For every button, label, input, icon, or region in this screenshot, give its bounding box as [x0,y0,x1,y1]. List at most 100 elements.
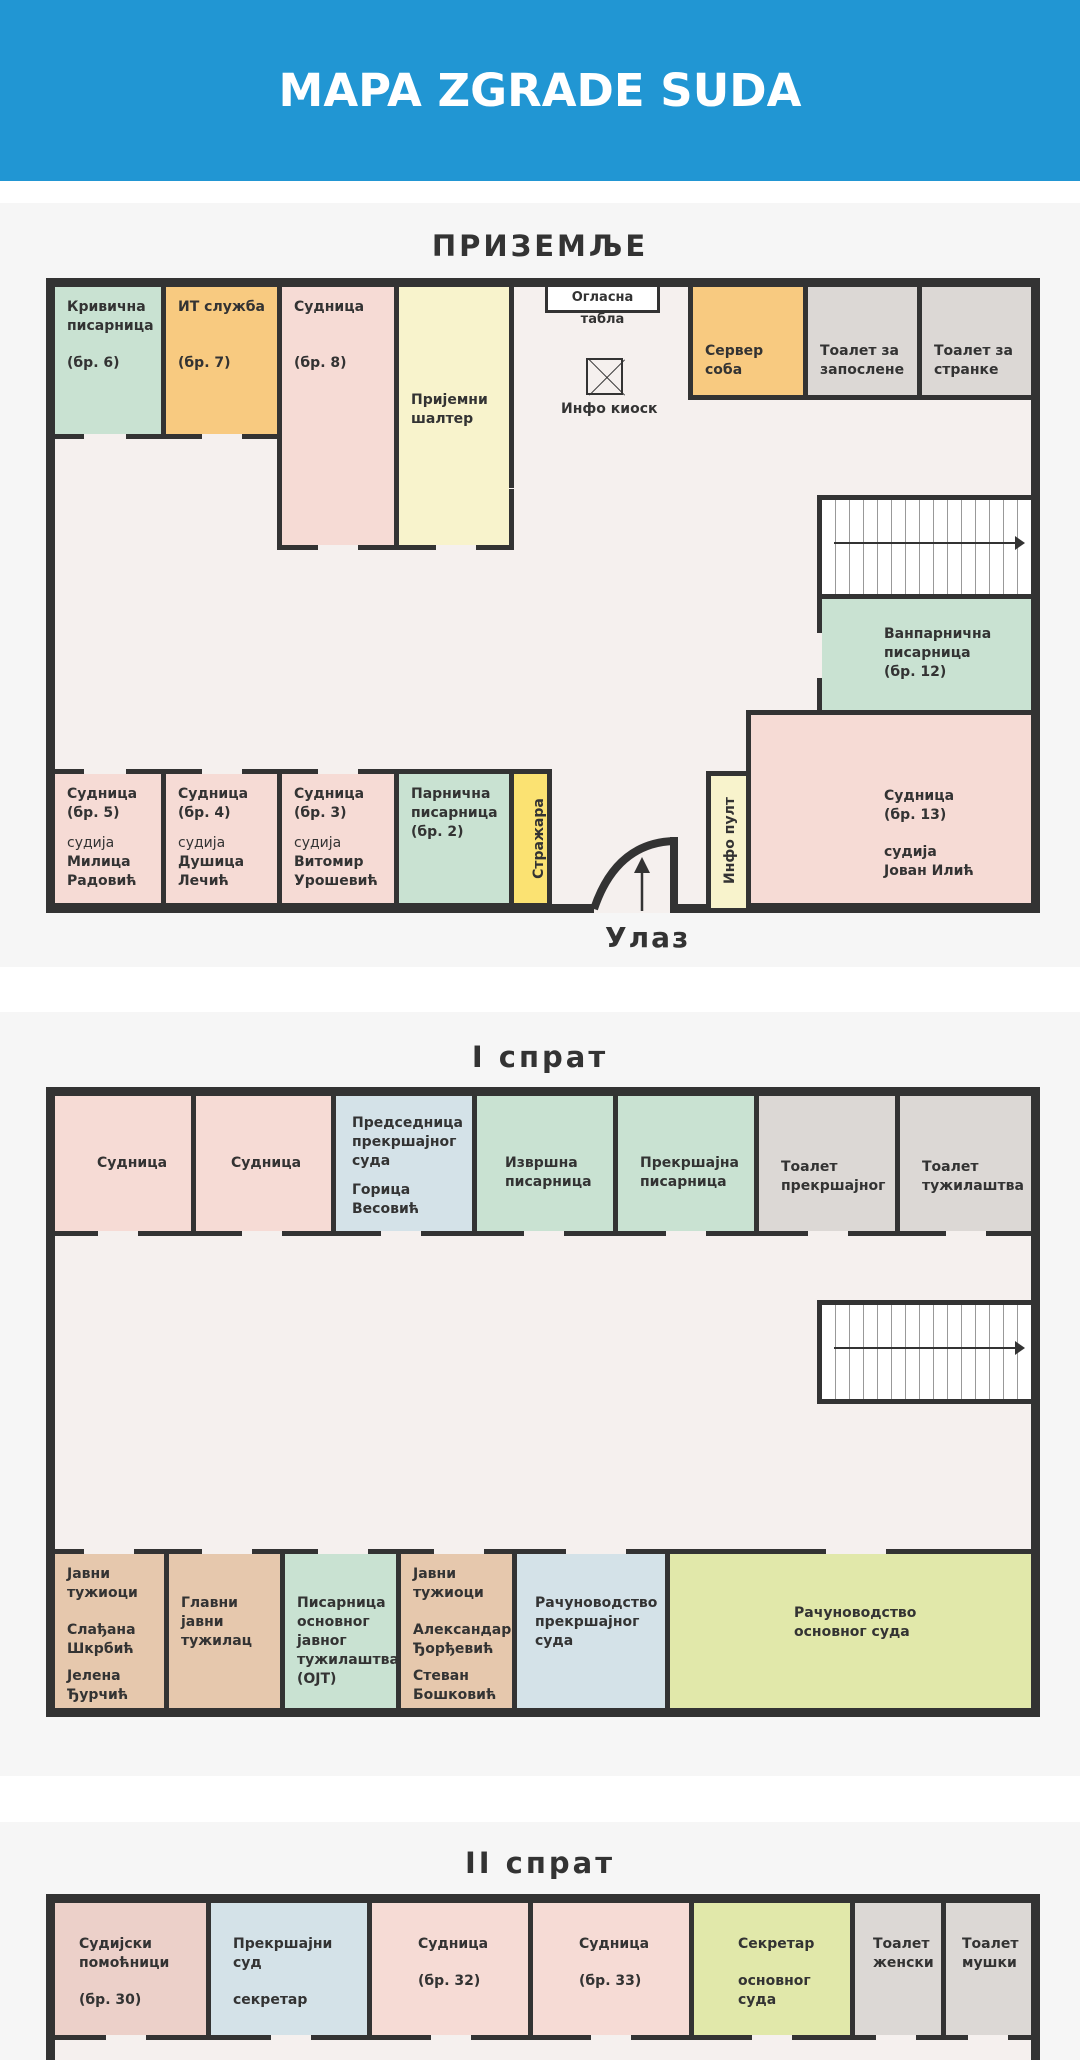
door [808,1231,848,1236]
room-name: ИТ служба [178,299,265,315]
room-prekrsajna[interactable]: Прекршајна писарница [613,1091,759,1236]
room-wc-tuzilastva[interactable]: Тоалет тужилаштва [895,1091,1036,1236]
room-name: Судница [579,1936,650,1952]
notice-board: Огласна табла [545,287,660,327]
room-it[interactable]: ИТ служба (бр. 7) [161,282,282,439]
room-name: Јавни тужиоци [413,1566,484,1601]
room-name: Пријемни шалтер [411,392,488,427]
room-racunovodstvo-osnovnog[interactable]: Рачуноводство основног суда [665,1549,1036,1713]
room-sekretar[interactable]: Секретар основног суда [689,1898,855,2040]
room-sudnica-b[interactable]: Судница [191,1091,336,1236]
door [876,2035,916,2040]
room-number: (бр. 7) [178,355,231,371]
room-wc-muski[interactable]: Тоалет мушки [941,1898,1036,2040]
info-desk[interactable]: Инфо пулт [711,776,746,908]
ground-floor-plan: Кривична писарница (бр. 6) ИТ служба (бр… [46,278,1040,913]
door [106,2035,146,2040]
room-wc-zenski[interactable]: Тоалет женски [850,1898,946,2040]
door [666,1231,706,1236]
info-desk-label: Инфо пулт [721,797,738,884]
room-name: Судница (бр. 13) [884,788,955,823]
room-name: Судница [418,1936,489,1952]
info-kiosk-icon[interactable] [586,358,623,395]
door [84,769,126,774]
door [318,545,358,550]
room-pisarnica-ojt[interactable]: Писарница основног јавног тужилаштва (OJ… [280,1549,401,1713]
room-sudnica-33[interactable]: Судница (бр. 33) [528,1898,694,2040]
door [381,1231,421,1236]
info-kiosk-label: Инфо киоск [561,401,658,417]
room-parnicna[interactable]: Парнична писарница (бр. 2) [394,769,514,908]
room-racunovodstvo-prekrsajnog[interactable]: Рачуноводство прекршајног суда [512,1549,670,1713]
room-name: Судница (бр. 3) [294,786,365,821]
room-name: Парнична писарница (бр. 2) [411,786,498,840]
entrance-door [590,837,678,913]
room-name: Извршна писарница [505,1155,592,1190]
room-javni-tuzioci-1[interactable]: Јавни тужиоци Слађана Шкрбић Јелена Ђурч… [50,1549,169,1713]
room-izvrsna[interactable]: Извршна писарница [472,1091,618,1236]
room-name: Рачуноводство прекршајног суда [535,1595,658,1649]
room-name: Тоалет тужилаштва [922,1159,1024,1194]
wall-bottom-right [676,904,1040,913]
person-name: Александар Ђорђевић [413,1622,512,1657]
room-sudnica-4[interactable]: Судница (бр. 4) судија Душица Лечић [161,769,282,908]
door [524,1231,564,1236]
door [84,1549,134,1554]
room-role: судија [178,835,226,851]
room-predsednica[interactable]: Председница прекршајног суда Горица Весо… [331,1091,477,1236]
door [434,1549,484,1554]
guard-room[interactable]: Стражара [509,769,552,908]
room-glavni-tuzilac[interactable]: Главни јавни тужилац [164,1549,285,1713]
room-sudnica-3[interactable]: Судница (бр. 3) судија Витомир Урошевић [277,769,399,908]
stairs-arrow-icon [834,536,1025,551]
room-name: Кривична писарница [67,299,154,334]
room-number: (бр. 33) [579,1973,642,1989]
second-floor-title: II спрат [464,1846,616,1880]
room-role: судија [884,844,937,860]
room-prijemni[interactable]: Пријемни шалтер [394,282,514,550]
room-sudnica-13[interactable]: Судница (бр. 13) судија Јован Илић [746,710,1036,908]
first-floor-section: I спрат Судница Судница Председница прек… [0,1012,1080,1776]
room-wc-parties[interactable]: Тоалет за странке [917,282,1036,400]
room-name: Главни јавни тужилац [181,1595,253,1649]
person-name: Стеван Бошковић [413,1668,497,1703]
room-name: Тоалет за запослене [820,343,905,378]
door [98,1231,138,1236]
door [318,769,358,774]
room-sub: секретар [233,1992,308,2008]
room-sudijski-pomocnici[interactable]: Судијски помоћници (бр. 30) [50,1898,211,2040]
room-sudnica-5[interactable]: Судница (бр. 5) судија Милица Радовић [50,769,166,908]
stairs [817,495,1036,599]
room-role: судија [67,835,115,851]
room-sudnica-32[interactable]: Судница (бр. 32) [367,1898,533,2040]
room-krivicna[interactable]: Кривична писарница (бр. 6) [50,282,166,439]
room-sudnica-8[interactable]: Судница (бр. 8) [277,282,399,550]
door [202,434,242,439]
wall-left [46,1087,55,1717]
room-sudnica-a[interactable]: Судница [50,1091,196,1236]
ground-floor-section: ПРИЗЕМЉЕ Кривична писарница (бр. 6) ИТ с… [0,203,1080,967]
room-wc-staff[interactable]: Тоалет за запослене [803,282,922,400]
room-server[interactable]: Сервер соба [688,282,808,400]
first-floor-title: I спрат [471,1040,609,1074]
room-name: Судница (бр. 4) [178,786,249,821]
door [431,2035,471,2040]
page-title: MAPA ZGRADE SUDA [278,64,802,117]
ground-floor-title: ПРИЗЕМЉЕ [431,229,649,263]
wall-top [46,278,1040,287]
second-floor-section: II спрат Судијски помоћници (бр. 30) Пре… [0,1822,1080,2060]
room-wc-prekrsajnog[interactable]: Тоалет прекршајног [754,1091,900,1236]
room-name: Судница (бр. 5) [67,786,138,821]
door [202,1549,252,1554]
room-name: Судница [97,1155,168,1171]
room-vanparnicna[interactable]: Ванпарнична писарница (бр. 12) [817,594,1036,715]
room-name: Судница [294,299,365,315]
room-javni-tuzioci-2[interactable]: Јавни тужиоци Александар Ђорђевић Стеван… [396,1549,517,1713]
room-name: Прекршајни суд [233,1936,333,1971]
room-prekrsajni-sud[interactable]: Прекршајни суд секретар [206,1898,372,2040]
room-sub: основног суда [738,1973,811,2008]
door [436,545,476,550]
first-floor-plan: Судница Судница Председница прекршајног … [46,1087,1040,1717]
room-name: Судијски помоћници [79,1936,170,1971]
door [968,2035,1008,2040]
